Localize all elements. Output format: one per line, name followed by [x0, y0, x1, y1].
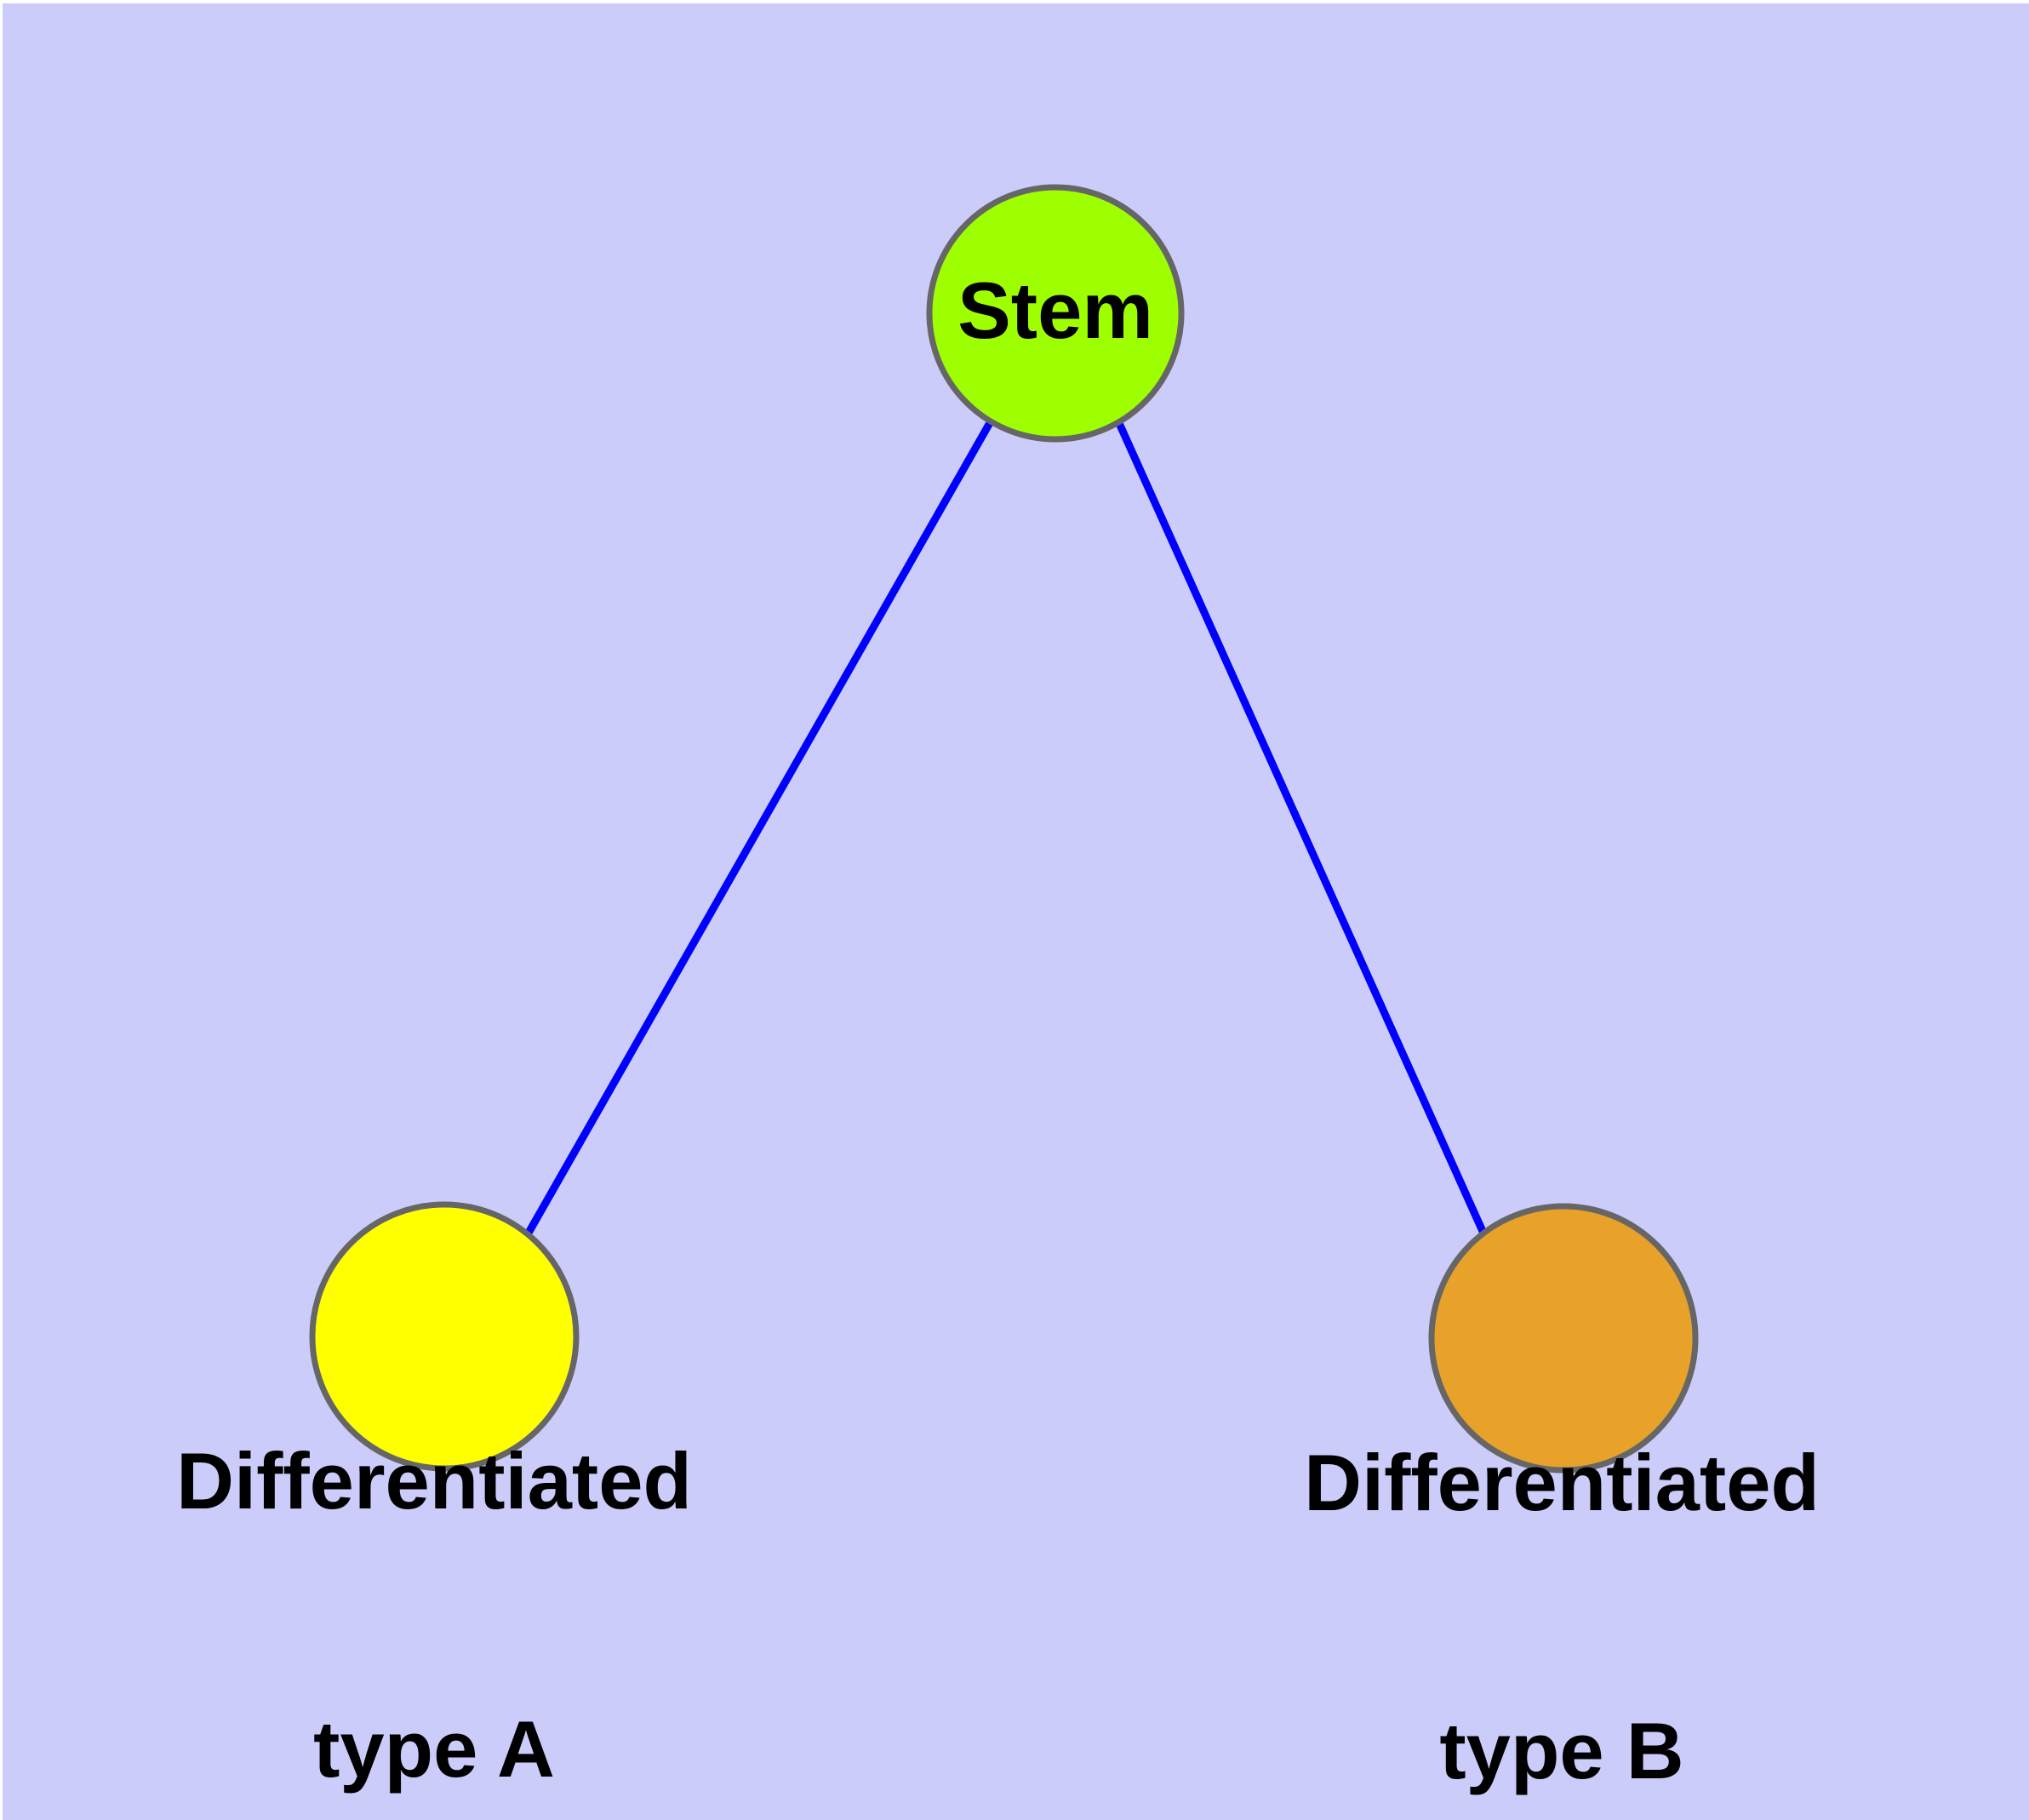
node-stem[interactable] [926, 184, 1185, 443]
edge-stem-to-differentiated-type-a[interactable] [524, 419, 994, 1237]
node-differentiated-type-b[interactable] [1428, 1203, 1699, 1474]
node-layer [309, 184, 1699, 1474]
edge-stem-to-differentiated-type-b[interactable] [1114, 420, 1489, 1239]
edge-layer [524, 419, 1489, 1239]
node-differentiated-type-a[interactable] [309, 1201, 580, 1472]
